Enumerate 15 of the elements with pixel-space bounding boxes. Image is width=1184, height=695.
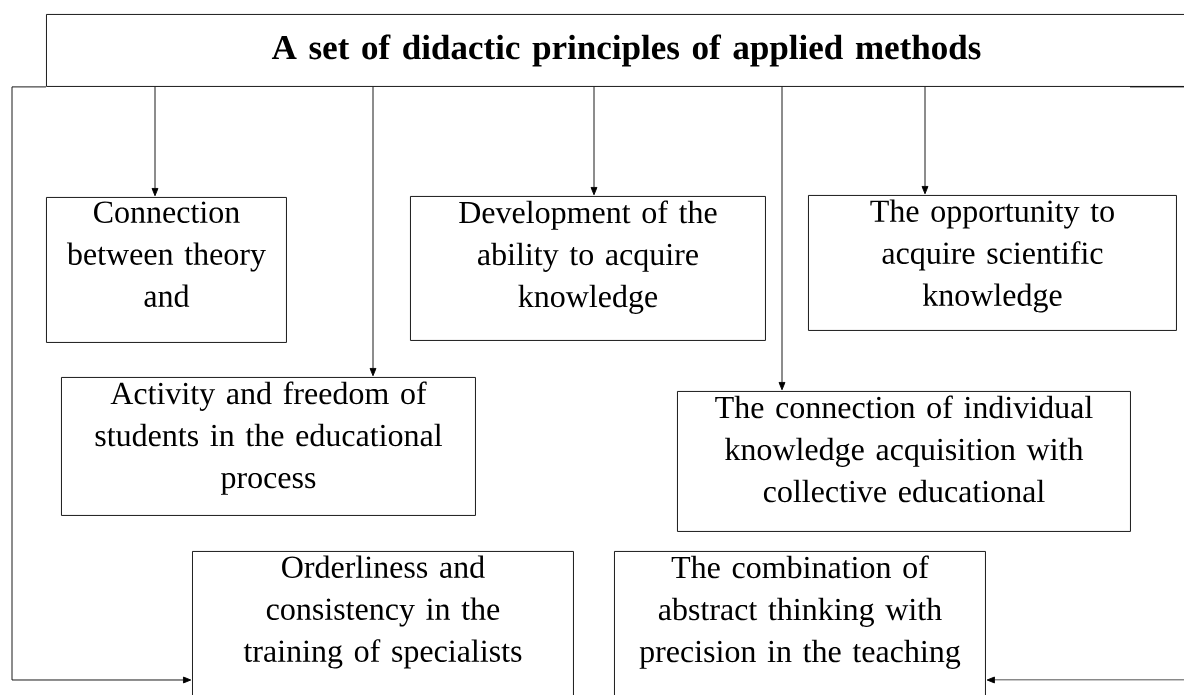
arrow	[921, 86, 929, 195]
principle-box: The opportunity to acquire scientific knowledge	[808, 195, 1177, 331]
arrow	[11, 86, 192, 684]
principle-box: The combination of abstract thinking with precision in the teaching	[614, 551, 986, 695]
title-box: A set of didactic principles of applied methods	[46, 14, 1184, 87]
arrow	[151, 86, 159, 197]
arrow	[590, 86, 598, 196]
principle-box: Connection between theory and	[46, 197, 287, 343]
arrow	[778, 86, 786, 391]
principle-box: Orderliness and consistency in the training of specialists	[192, 551, 574, 695]
principle-box: Activity and freedom of students in the educational process	[61, 377, 476, 516]
principle-box: Development of the ability to acquire knowledge	[410, 196, 766, 341]
arrow	[986, 86, 1184, 684]
arrow	[369, 86, 377, 377]
principle-box: The connection of individual knowledge acquisition with collective educational	[677, 391, 1131, 532]
